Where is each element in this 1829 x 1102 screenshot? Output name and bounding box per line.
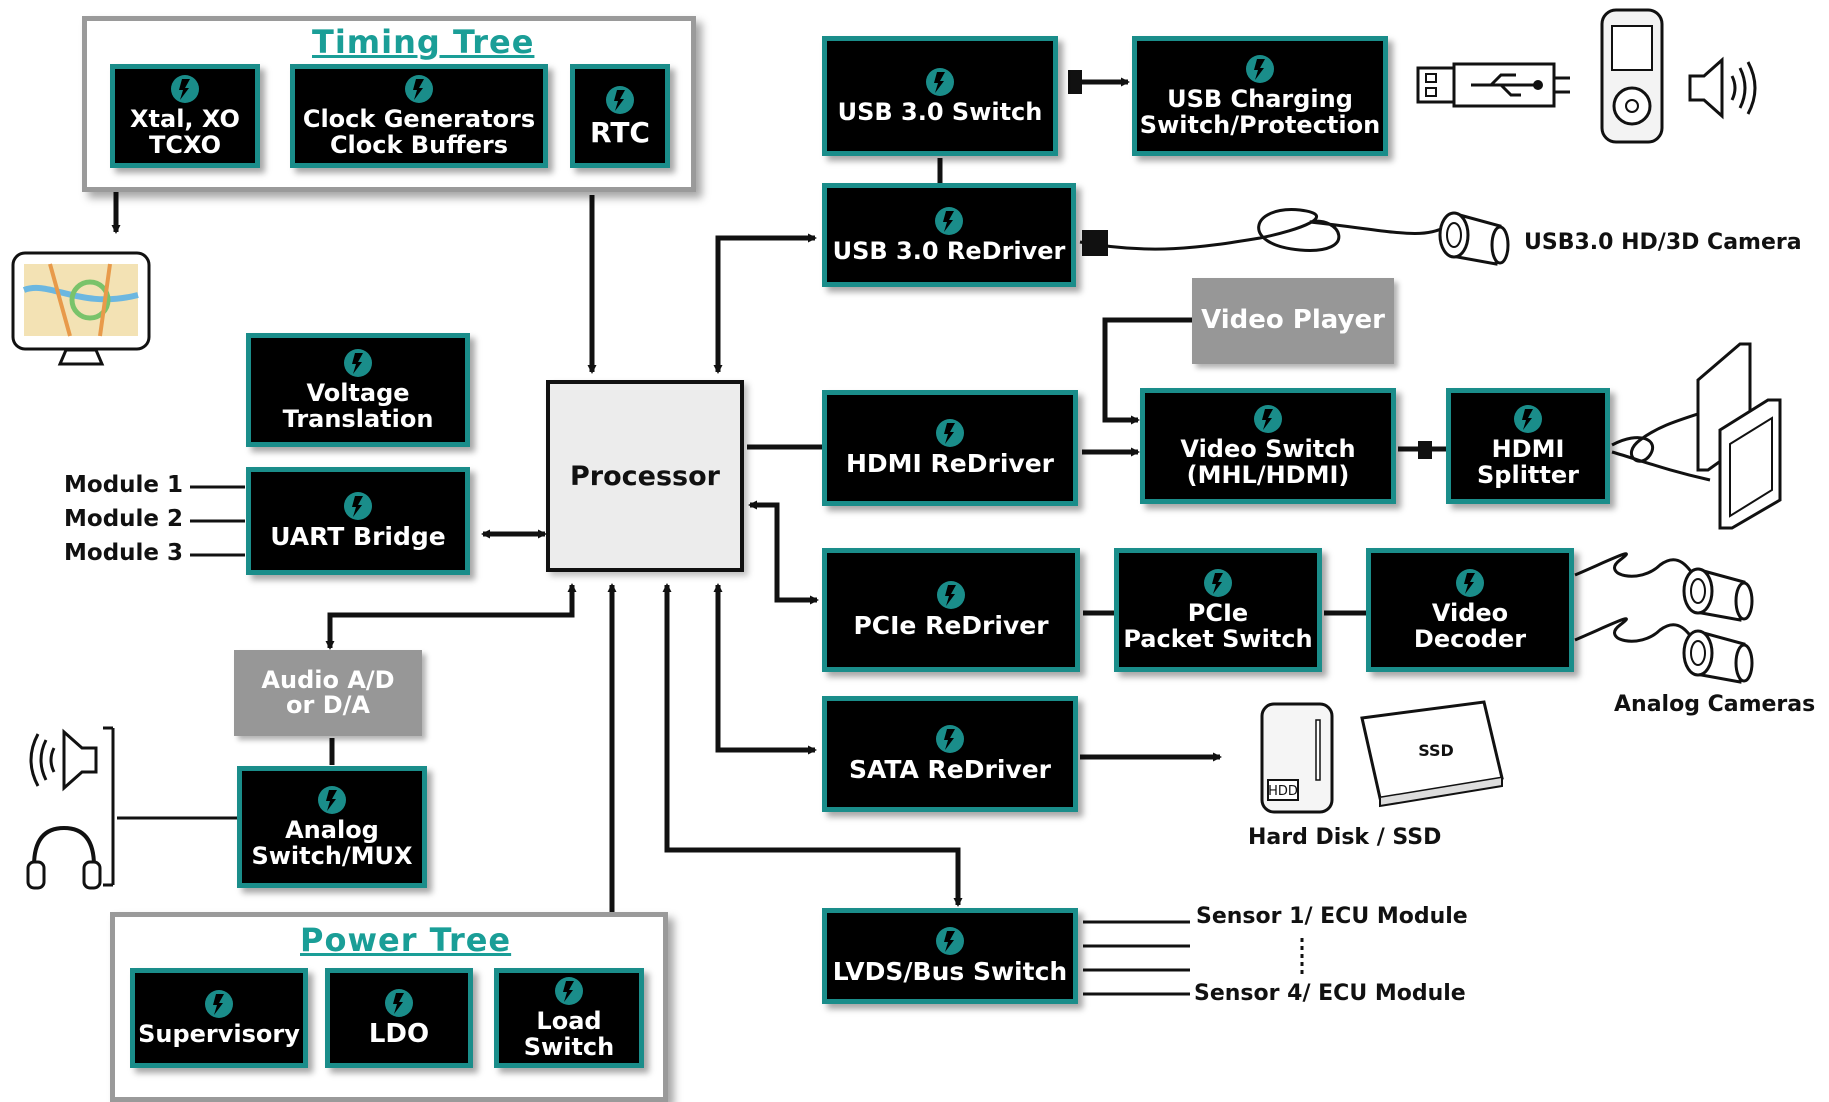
hard-disk-icon: HDD [1260, 702, 1334, 814]
company-logo-icon [1246, 55, 1274, 84]
usb-redriver-label: USB 3.0 ReDriver [832, 236, 1066, 265]
company-logo-icon [1456, 569, 1484, 598]
company-logo-icon [171, 75, 199, 104]
speaker-icon [1688, 56, 1757, 120]
load-switch-label: Load Switch [523, 1007, 615, 1061]
module-2-label: Module 2 [64, 506, 184, 532]
camera-icon [1682, 567, 1754, 622]
ldo-block[interactable]: LDO [325, 968, 473, 1068]
lvds-switch-block[interactable]: LVDS/Bus Switch [822, 908, 1078, 1004]
video-player-box[interactable]: Video Player [1192, 278, 1394, 364]
voltage-translation-block[interactable]: Voltage Translation [246, 333, 470, 447]
ssd-icon: SSD [1360, 700, 1504, 808]
usb-switch-block[interactable]: USB 3.0 Switch [822, 36, 1058, 156]
usb-charging-label: USB Charging Switch/Protection [1139, 85, 1381, 139]
usb-redriver-block[interactable]: USB 3.0 ReDriver [822, 183, 1076, 287]
headphones-icon [26, 825, 102, 890]
audio-converter-box[interactable]: Audio A/D or D/A [234, 650, 422, 736]
sensor-4-label: Sensor 4/ ECU Module [1194, 981, 1466, 1006]
speaker-icon [29, 728, 98, 792]
clock-generator-block[interactable]: Clock Generators Clock Buffers [290, 64, 548, 168]
hard-disk-label: Hard Disk / SSD [1248, 825, 1442, 850]
xtal-block[interactable]: Xtal, XO TCXO [110, 64, 260, 168]
processor-block[interactable]: Processor [546, 380, 744, 572]
company-logo-icon [936, 419, 964, 448]
company-logo-icon [385, 988, 413, 1017]
rtc-block[interactable]: RTC [570, 64, 670, 168]
company-logo-icon [926, 67, 954, 96]
company-logo-icon [1204, 569, 1232, 598]
company-logo-icon [405, 75, 433, 104]
camera-label: USB3.0 HD/3D Camera [1524, 230, 1802, 255]
analog-switch-label: Analog Switch/MUX [251, 816, 413, 870]
company-logo-icon [344, 492, 372, 521]
video-decoder-block[interactable]: Video Decoder [1366, 548, 1574, 672]
hdmi-splitter-label: HDMI Splitter [1477, 435, 1579, 489]
hdmi-splitter-block[interactable]: HDMI Splitter [1446, 388, 1610, 504]
company-logo-icon [1254, 405, 1282, 434]
hdd-text: HDD [1268, 784, 1298, 799]
company-logo-icon [318, 786, 346, 815]
sata-redriver-block[interactable]: SATA ReDriver [822, 696, 1078, 812]
camera-icon [1438, 211, 1510, 266]
ssd-text: SSD [1418, 741, 1454, 760]
camera-icon [1682, 629, 1754, 684]
module-3-label: Module 3 [64, 540, 184, 566]
media-player-icon [1600, 8, 1664, 144]
sensor-1-label: Sensor 1/ ECU Module [1196, 904, 1468, 929]
company-logo-icon [1514, 405, 1542, 434]
video-switch-block[interactable]: Video Switch (MHL/HDMI) [1140, 388, 1396, 504]
company-logo-icon [936, 927, 964, 956]
usb-charging-block[interactable]: USB Charging Switch/Protection [1132, 36, 1388, 156]
company-logo-icon [606, 85, 634, 114]
supervisory-label: Supervisory [138, 1019, 300, 1048]
ldo-label: LDO [368, 1018, 430, 1049]
clock-generator-label: Clock Generators Clock Buffers [302, 105, 536, 159]
usb-plug-icon [1416, 62, 1570, 108]
sata-redriver-label: SATA ReDriver [848, 755, 1051, 785]
company-logo-icon [344, 349, 372, 378]
xtal-label: Xtal, XO TCXO [130, 105, 240, 159]
module-1-label: Module 1 [64, 472, 184, 498]
analog-switch-block[interactable]: Analog Switch/MUX [237, 766, 427, 888]
uart-bridge-block[interactable]: UART Bridge [246, 467, 470, 575]
company-logo-icon [936, 725, 964, 754]
company-logo-icon [205, 989, 233, 1018]
pcie-switch-block[interactable]: PCIe Packet Switch [1114, 548, 1322, 672]
voltage-translation-label: Voltage Translation [282, 379, 434, 433]
video-switch-label: Video Switch (MHL/HDMI) [1180, 435, 1356, 489]
pcie-redriver-block[interactable]: PCIe ReDriver [822, 548, 1080, 672]
analog-cameras-label: Analog Cameras [1614, 692, 1816, 717]
rtc-label: RTC [590, 115, 650, 149]
company-logo-icon [937, 581, 965, 610]
map-monitor-icon [11, 251, 151, 366]
hdmi-redriver-label: HDMI ReDriver [846, 449, 1054, 479]
company-logo-icon [555, 977, 583, 1006]
video-decoder-label: Video Decoder [1413, 599, 1527, 653]
lvds-switch-label: LVDS/Bus Switch [832, 957, 1068, 987]
display-icon [1696, 342, 1782, 530]
timing-tree-title: Timing Tree [312, 23, 535, 61]
pcie-switch-label: PCIe Packet Switch [1123, 599, 1313, 653]
hdmi-redriver-block[interactable]: HDMI ReDriver [822, 390, 1078, 506]
power-tree-title: Power Tree [300, 921, 512, 959]
pcie-redriver-label: PCIe ReDriver [853, 611, 1049, 641]
company-logo-icon [935, 206, 963, 235]
supervisory-block[interactable]: Supervisory [130, 968, 308, 1068]
uart-bridge-label: UART Bridge [270, 522, 446, 552]
usb-switch-label: USB 3.0 Switch [837, 97, 1043, 126]
load-switch-block[interactable]: Load Switch [494, 968, 644, 1068]
